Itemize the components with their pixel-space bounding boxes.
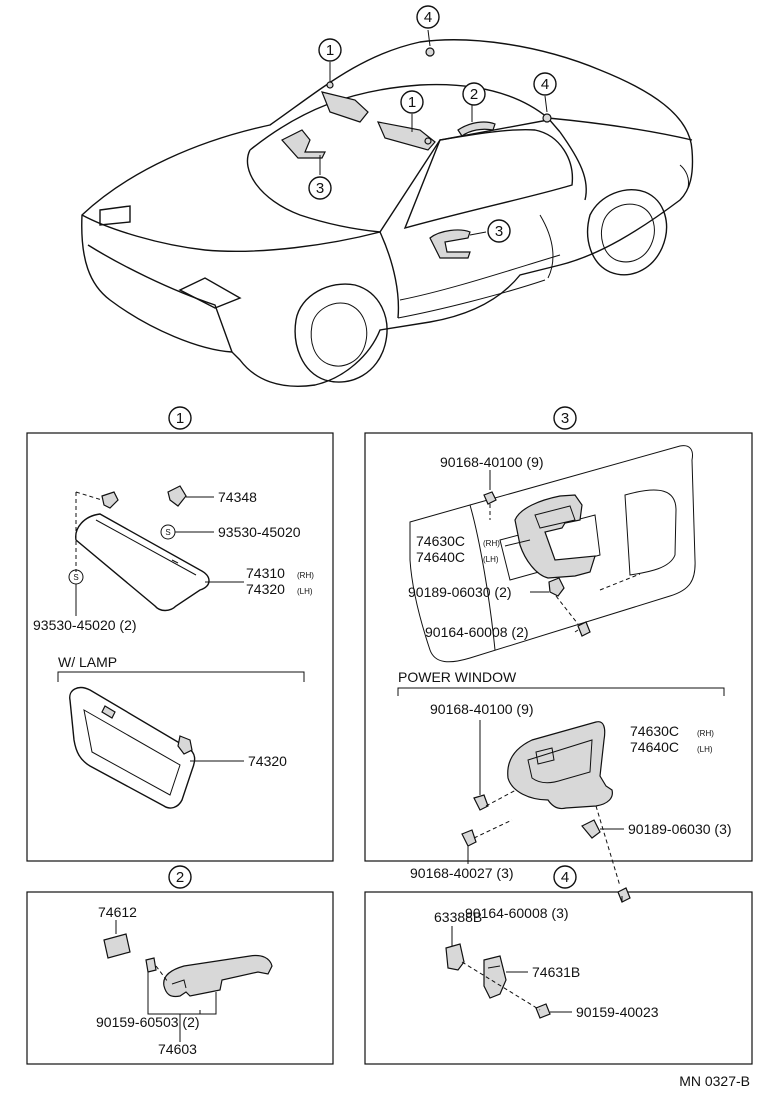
w-lamp-title: W/ LAMP bbox=[58, 654, 117, 670]
callout-3-door-handle: 3 bbox=[487, 219, 511, 243]
pw-part-74640C: 74640C bbox=[630, 739, 679, 755]
assist-grip-74603 bbox=[163, 954, 273, 998]
part-74630C: 74630C bbox=[416, 533, 465, 549]
pw-part-90168-40100-qty9: 90168-40100 (9) bbox=[430, 701, 534, 717]
part-74310: 74310 bbox=[246, 565, 285, 581]
screw-symbol-label: S bbox=[73, 573, 78, 582]
panel-4-coat-hook: 63388B 74631B 90159-40023 bbox=[434, 909, 659, 1020]
callout-4-rear: 4 bbox=[533, 72, 557, 96]
part-74320-lamp: 74320 bbox=[248, 753, 287, 769]
part-90159-60503-qty2: 90159-60503 (2) bbox=[96, 1014, 200, 1030]
part-74603: 74603 bbox=[158, 1041, 197, 1057]
callout-label: 4 bbox=[424, 9, 432, 26]
power-window-handle-74630C bbox=[507, 721, 613, 810]
grip-cover-74612 bbox=[103, 933, 131, 959]
part-93530-45020-qty2: 93530-45020 (2) bbox=[33, 617, 137, 633]
panel-3-number: 3 bbox=[561, 410, 569, 427]
part-90164-60008-qty2: 90164-60008 (2) bbox=[425, 624, 529, 640]
part-93530-45020: 93530-45020 bbox=[218, 524, 301, 540]
power-window-title: POWER WINDOW bbox=[398, 669, 517, 685]
panel-3-door-trim: 90168-40100 (9) 74630C (RH) 74640C (LH) … bbox=[408, 445, 696, 663]
car-illustration bbox=[81, 39, 694, 387]
callout-label: 1 bbox=[408, 94, 416, 111]
panel-1-box bbox=[26, 432, 334, 862]
callout-1-visor-right: 1 bbox=[400, 90, 424, 114]
panel-2-number: 2 bbox=[176, 869, 184, 886]
pw-part-74630C: 74630C bbox=[630, 723, 679, 739]
panel-3-box bbox=[364, 432, 753, 862]
pw-part-90164-60008-qty3: 90164-60008 (3) bbox=[465, 905, 569, 921]
panel-4-box bbox=[364, 891, 753, 1065]
rh-suffix: (RH) bbox=[483, 539, 500, 548]
screw-90159-60503 bbox=[145, 957, 157, 973]
callout-label: 2 bbox=[470, 86, 478, 103]
callout-label: 3 bbox=[316, 180, 324, 197]
power-window-bracket bbox=[397, 687, 725, 696]
door-handle-74630C bbox=[514, 494, 596, 579]
panel-1-with-lamp: W/ LAMP 74320 bbox=[57, 654, 305, 809]
w-lamp-bracket bbox=[57, 671, 305, 682]
screw-90159-40023 bbox=[535, 1003, 551, 1019]
screw-90164-60008 bbox=[577, 621, 591, 637]
car-callout-leaders bbox=[319, 29, 548, 236]
part-90159-40023: 90159-40023 bbox=[576, 1004, 659, 1020]
panel-1-sun-visor: S S 74348 93530-45020 74310 (RH) 74320 (… bbox=[33, 485, 314, 633]
part-74612: 74612 bbox=[98, 904, 137, 920]
door-trim-panel bbox=[409, 445, 696, 663]
panel-3-power-window: POWER WINDOW 90168-40100 (9) 74630C (RH)… bbox=[397, 669, 732, 921]
screw-90168-40100 bbox=[483, 491, 497, 505]
part-90168-40100-qty9: 90168-40100 (9) bbox=[440, 454, 544, 470]
callout-2-grip: 2 bbox=[462, 82, 486, 106]
clip-90189-06030 bbox=[548, 577, 565, 597]
visor-clip bbox=[101, 491, 119, 509]
panel-4-number: 4 bbox=[561, 869, 569, 886]
screw-90168-40100-pw bbox=[473, 794, 489, 811]
callout-4-top: 4 bbox=[416, 5, 440, 29]
callout-label: 3 bbox=[495, 223, 503, 240]
panel-1-number: 1 bbox=[176, 410, 184, 427]
lamp-visor-part bbox=[69, 686, 196, 809]
lh-suffix: (LH) bbox=[483, 555, 499, 564]
callout-label: 1 bbox=[326, 42, 334, 59]
sun-visor-part bbox=[75, 513, 210, 612]
callout-3-left-handle: 3 bbox=[308, 176, 332, 200]
panel-1-header: 1 bbox=[168, 406, 192, 430]
screw-90168-40027 bbox=[461, 829, 477, 847]
panel-4-header: 4 bbox=[553, 865, 577, 889]
callout-1-visor-left: 1 bbox=[318, 38, 342, 62]
pw-part-90168-40027-qty3: 90168-40027 (3) bbox=[410, 865, 514, 881]
hook-base-63388B bbox=[445, 943, 465, 971]
panel-2-assist-grip: 74612 90159-60503 (2) 74603 bbox=[96, 904, 273, 1057]
pw-part-90189-06030-qty3: 90189-06030 (3) bbox=[628, 821, 732, 837]
diagram-reference-code: MN 0327-B bbox=[679, 1073, 750, 1089]
panel-2-header: 2 bbox=[168, 865, 192, 889]
pw-lh-suffix: (LH) bbox=[697, 745, 713, 754]
part-74348: 74348 bbox=[218, 489, 257, 505]
screw-90164-60008-pw bbox=[617, 887, 631, 903]
part-74320: 74320 bbox=[246, 581, 285, 597]
panel-3-header: 3 bbox=[553, 406, 577, 430]
part-63388B: 63388B bbox=[434, 909, 482, 925]
screw-symbol-label: S bbox=[165, 528, 170, 537]
lh-suffix: (LH) bbox=[297, 587, 313, 596]
rh-suffix: (RH) bbox=[297, 571, 314, 580]
part-90189-06030-qty2: 90189-06030 (2) bbox=[408, 584, 512, 600]
part-74631B: 74631B bbox=[532, 964, 580, 980]
visor-holder-74348 bbox=[167, 485, 187, 507]
panel-2-box bbox=[26, 891, 334, 1065]
callout-label: 4 bbox=[541, 76, 549, 93]
car-callouts: 4 1 1 2 4 3 3 bbox=[308, 5, 557, 243]
pw-rh-suffix: (RH) bbox=[697, 729, 714, 738]
clip-90189-06030-pw bbox=[581, 819, 601, 839]
coat-hook-74631B bbox=[483, 955, 507, 999]
part-74640C: 74640C bbox=[416, 549, 465, 565]
